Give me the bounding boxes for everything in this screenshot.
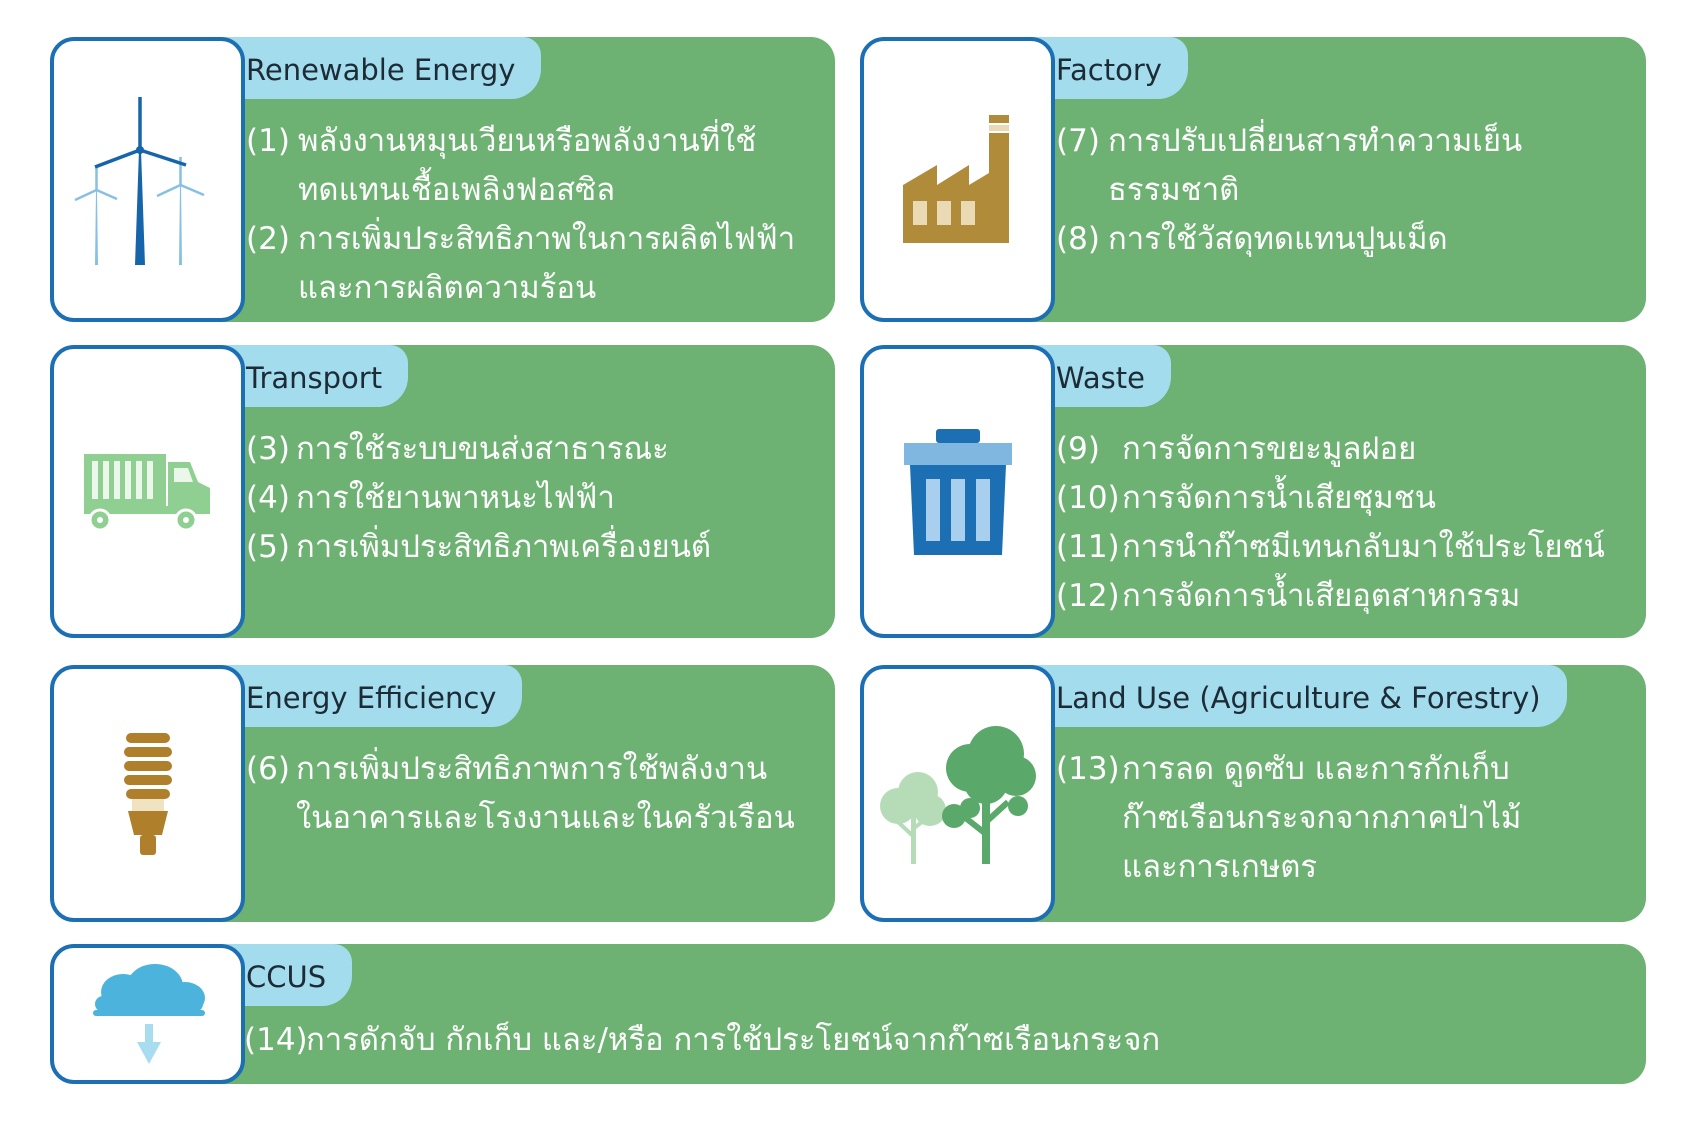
card-waste: Waste (9) การจัดการขยะมูลฝอย (10) การจัด…: [860, 345, 1646, 638]
card-panel: Land Use (Agriculture & Forestry) (13) ก…: [1010, 665, 1646, 922]
item-number: (1): [246, 123, 290, 159]
item-list: (9) การจัดการขยะมูลฝอย (10) การจัดการน้ำ…: [1056, 425, 1626, 621]
list-item: (11) การนำก๊าซมีเทนกลับมาใช้ประโยชน์: [1056, 523, 1626, 572]
card-title: Energy Efficiency: [200, 665, 523, 727]
item-number: (9): [1056, 431, 1100, 467]
card-title: Land Use (Agriculture & Forestry): [1010, 665, 1567, 727]
list-item: (1) พลังงานหมุนเวียนหรือพลังงานที่ใช้ ทด…: [246, 117, 815, 215]
wind-turbine-icon: [73, 96, 204, 265]
list-item: (10) การจัดการน้ำเสียชุมชน: [1056, 474, 1626, 523]
list-item: (4) การใช้ยานพาหนะไฟฟ้า: [246, 474, 815, 523]
trees-icon: [879, 725, 1036, 864]
card-factory: Factory (7) การปรับเปลี่ยนสารทำความเย็น …: [860, 37, 1646, 322]
item-list: (6) การเพิ่มประสิทธิภาพการใช้พลังงาน ในอ…: [246, 745, 815, 843]
list-item: (14) การดักจับ กักเก็บ และ/หรือ การใช้ปร…: [244, 1016, 1626, 1065]
list-item: (7) การปรับเปลี่ยนสารทำความเย็น ธรรมชาติ: [1056, 117, 1626, 215]
item-list: (14) การดักจับ กักเก็บ และ/หรือ การใช้ปร…: [244, 1016, 1626, 1065]
item-text: การจัดการน้ำเสียชุมชน: [1122, 480, 1436, 516]
item-number: (7): [1056, 123, 1100, 159]
item-text: การเพิ่มประสิทธิภาพเครื่องยนต์: [296, 529, 712, 565]
card-panel: CCUS (14) การดักจับ กักเก็บ และ/หรือ การ…: [200, 944, 1646, 1084]
item-number: (14): [244, 1022, 308, 1058]
list-item: (9) การจัดการขยะมูลฝอย: [1056, 425, 1626, 474]
item-text: การนำก๊าซมีเทนกลับมาใช้ประโยชน์: [1122, 529, 1605, 565]
item-text: การใช้ระบบขนส่งสาธารณะ: [296, 431, 669, 467]
item-number: (6): [246, 751, 290, 787]
card-panel: Waste (9) การจัดการขยะมูลฝอย (10) การจัด…: [1010, 345, 1646, 638]
icon-frame: [860, 345, 1055, 638]
card-panel: Energy Efficiency (6) การเพิ่มประสิทธิภา…: [200, 665, 835, 922]
list-item: (3) การใช้ระบบขนส่งสาธารณะ: [246, 425, 815, 474]
list-item: (5) การเพิ่มประสิทธิภาพเครื่องยนต์: [246, 523, 815, 572]
card-transport: Transport (3) การใช้ระบบขนส่งสาธารณะ (4)…: [50, 345, 835, 638]
card-panel: Renewable Energy (1) พลังงานหมุนเวียนหรื…: [200, 37, 835, 322]
icon-frame: [50, 37, 245, 322]
list-item: (12) การจัดการน้ำเสียอุตสาหกรรม: [1056, 572, 1626, 621]
item-list: (1) พลังงานหมุนเวียนหรือพลังงานที่ใช้ ทด…: [246, 117, 815, 313]
item-number: (4): [246, 480, 290, 516]
card-renewable-energy: Renewable Energy (1) พลังงานหมุนเวียนหรื…: [50, 37, 835, 322]
factory-icon: [902, 114, 1009, 243]
card-land-use: Land Use (Agriculture & Forestry) (13) ก…: [860, 665, 1646, 922]
card-ccus: CCUS (14) การดักจับ กักเก็บ และ/หรือ การ…: [50, 944, 1646, 1084]
truck-icon: [83, 453, 210, 531]
item-text: การใช้วัสดุทดแทนปูนเม็ด: [1108, 221, 1448, 257]
icon-frame: [860, 665, 1055, 922]
card-panel: Factory (7) การปรับเปลี่ยนสารทำความเย็น …: [1010, 37, 1646, 322]
card-energy-efficiency: Energy Efficiency (6) การเพิ่มประสิทธิภา…: [50, 665, 835, 922]
icon-frame: [860, 37, 1055, 322]
item-text: การจัดการขยะมูลฝอย: [1122, 431, 1417, 467]
item-number: (8): [1056, 221, 1100, 257]
item-number: (2): [246, 221, 290, 257]
item-number: (3): [246, 431, 290, 467]
item-text: การลด ดูดซับ และการกักเก็บ ก๊าซเรือนกระจ…: [1122, 751, 1522, 885]
list-item: (8) การใช้วัสดุทดแทนปูนเม็ด: [1056, 215, 1626, 264]
item-number: (10): [1056, 480, 1120, 516]
item-number: (5): [246, 529, 290, 565]
item-text: พลังงานหมุนเวียนหรือพลังงานที่ใช้ ทดแทนเ…: [298, 123, 757, 208]
item-list: (3) การใช้ระบบขนส่งสาธารณะ (4) การใช้ยาน…: [246, 425, 815, 572]
icon-frame: [50, 665, 245, 922]
card-title: Renewable Energy: [200, 37, 542, 99]
item-number: (13): [1056, 751, 1120, 787]
light-bulb-icon: [123, 732, 172, 855]
item-text: การเพิ่มประสิทธิภาพการใช้พลังงาน ในอาคาร…: [296, 751, 795, 836]
list-item: (2) การเพิ่มประสิทธิภาพในการผลิตไฟฟ้า แล…: [246, 215, 815, 313]
item-text: การปรับเปลี่ยนสารทำความเย็น ธรรมชาติ: [1108, 123, 1523, 208]
cloud-capture-icon: [92, 964, 205, 1064]
item-text: การดักจับ กักเก็บ และ/หรือ การใช้ประโยชน…: [306, 1022, 1161, 1058]
list-item: (13) การลด ดูดซับ และการกักเก็บ ก๊าซเรือ…: [1056, 745, 1626, 892]
item-text: การจัดการน้ำเสียอุตสาหกรรม: [1122, 578, 1521, 614]
item-text: การเพิ่มประสิทธิภาพในการผลิตไฟฟ้า และการ…: [298, 221, 796, 306]
item-list: (7) การปรับเปลี่ยนสารทำความเย็น ธรรมชาติ…: [1056, 117, 1626, 264]
item-number: (11): [1056, 529, 1120, 565]
icon-frame: [50, 944, 245, 1084]
item-list: (13) การลด ดูดซับ และการกักเก็บ ก๊าซเรือ…: [1056, 745, 1626, 892]
item-number: (12): [1056, 578, 1120, 614]
card-panel: Transport (3) การใช้ระบบขนส่งสาธารณะ (4)…: [200, 345, 835, 638]
trash-bin-icon: [903, 428, 1012, 555]
icon-frame: [50, 345, 245, 638]
list-item: (6) การเพิ่มประสิทธิภาพการใช้พลังงาน ในอ…: [246, 745, 815, 843]
item-text: การใช้ยานพาหนะไฟฟ้า: [296, 480, 615, 516]
